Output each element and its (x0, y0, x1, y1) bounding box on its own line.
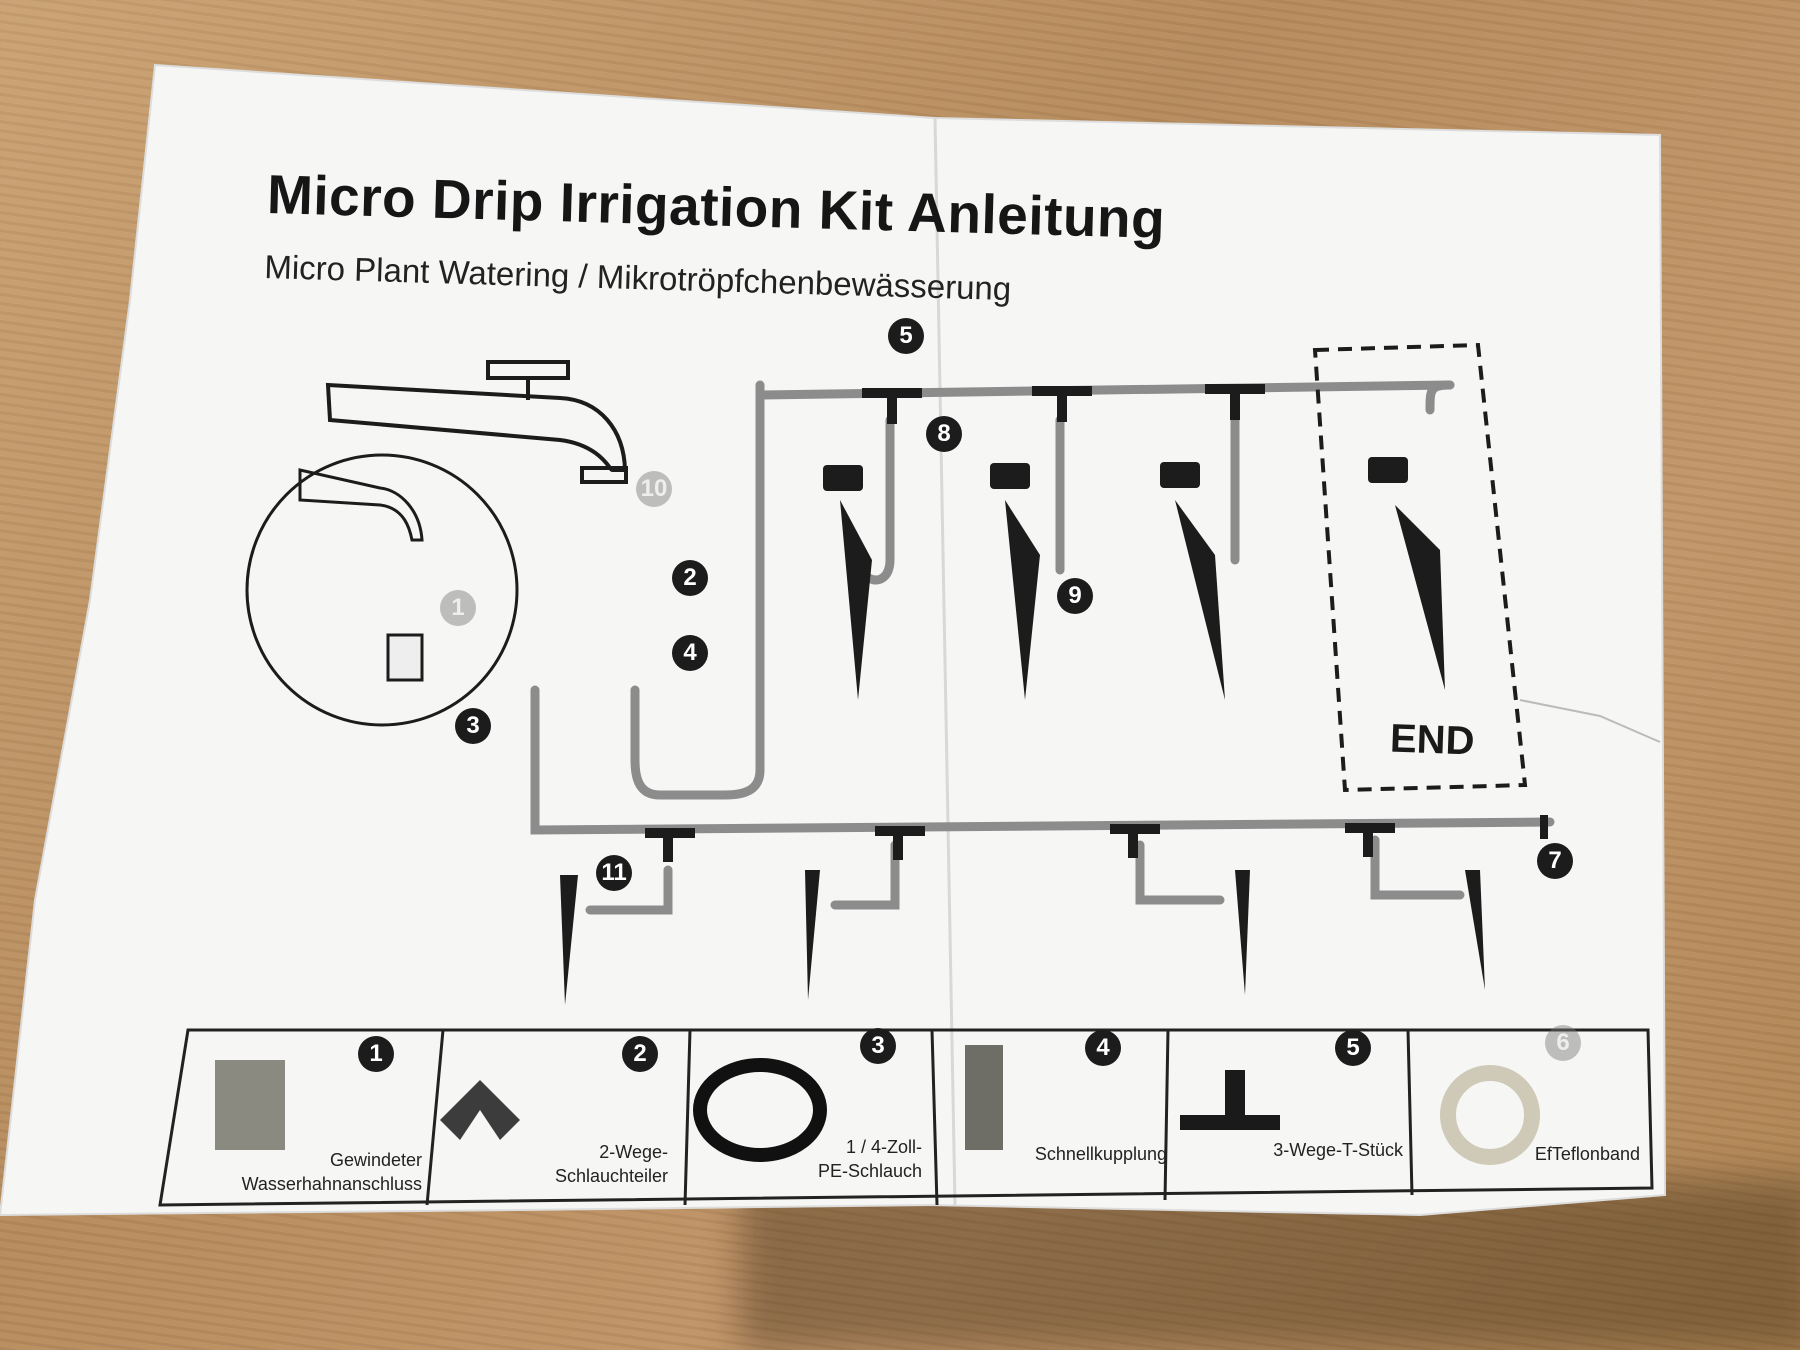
legend-number-2: 2 (622, 1036, 658, 1072)
faucet-zoom-circle (245, 453, 519, 727)
legend-label-3: 1 / 4-Zoll-PE-Schlauch (817, 1137, 922, 1181)
legend-label-5: 3-Wege-T-Stück (1273, 1140, 1403, 1160)
paper-fold (933, 117, 957, 1206)
legend-label-2: 2-Wege-Schlauchteiler (554, 1142, 668, 1186)
legend-number-6: 6 (1545, 1025, 1581, 1061)
callout-5: 5 (888, 318, 924, 354)
legend-number-5: 5 (1335, 1030, 1371, 1066)
legend-label-6: EfTeflonband (1534, 1144, 1640, 1164)
callout-8: 8 (926, 416, 962, 452)
callout-11: 11 (596, 855, 632, 891)
callout-7: 7 (1537, 843, 1573, 879)
paper-sheet (0, 63, 1667, 1217)
callout-9: 9 (1057, 578, 1093, 614)
callout-1: 1 (440, 590, 476, 626)
parts-legend-table (158, 1028, 1654, 1207)
callout-2: 2 (672, 560, 708, 596)
paper-tear (1519, 699, 1661, 743)
end-dashed-box (1312, 342, 1528, 793)
callout-10: 10 (636, 471, 672, 507)
drip-stakes (560, 457, 1485, 1005)
end-label: END (1389, 716, 1476, 764)
legend-number-1: 1 (358, 1036, 394, 1072)
legend-number-4: 4 (1085, 1030, 1121, 1066)
callout-4: 4 (672, 635, 708, 671)
legend-number-3: 3 (860, 1028, 896, 1064)
legend-part-images (215, 1045, 1540, 1165)
tee-fittings (645, 384, 1548, 862)
callout-3: 3 (455, 708, 491, 744)
faucet-drawing (325, 360, 628, 484)
legend-label-4: Schnellkupplung (1034, 1144, 1167, 1164)
